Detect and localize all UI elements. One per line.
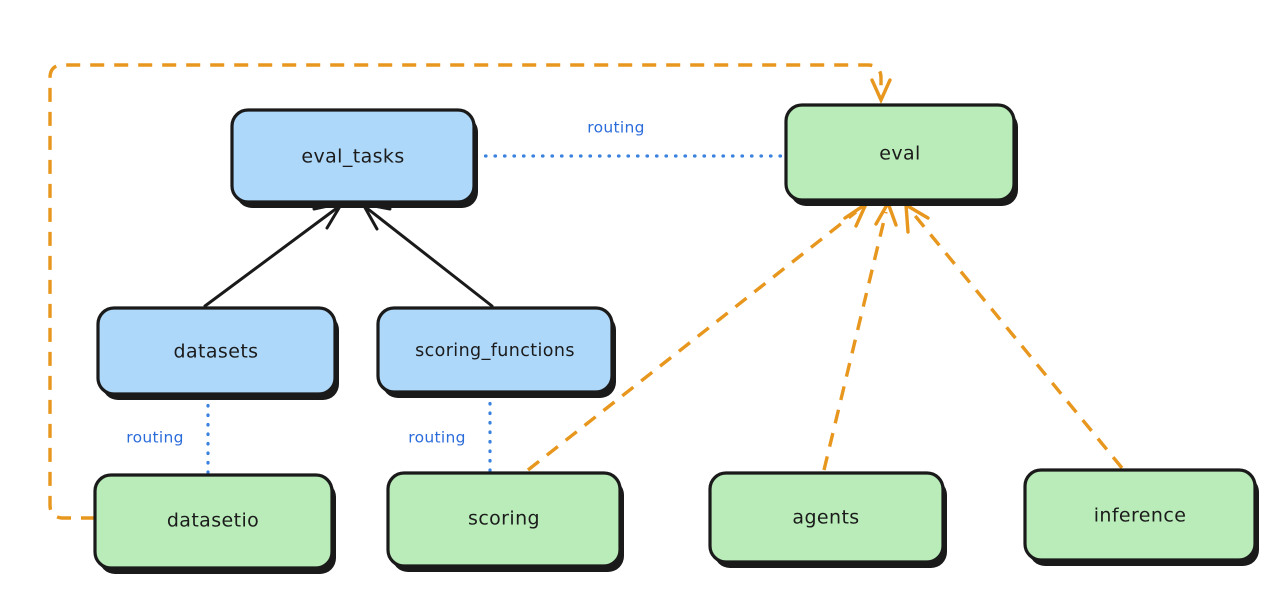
edge-label-routing-datasets-datasetio: routing <box>126 429 184 447</box>
node-inference-box <box>1023 468 1257 562</box>
edge-inference-eval <box>904 201 1124 470</box>
node-eval-label: eval <box>879 143 920 165</box>
node-scoring_functions-box <box>376 306 614 394</box>
edge-datasetio-eval <box>48 63 892 520</box>
node-eval_tasks-label: eval_tasks <box>301 146 404 168</box>
node-agents-label: agents <box>792 507 859 529</box>
node-inference-label: inference <box>1094 505 1187 527</box>
node-eval-box <box>784 103 1016 202</box>
node-datasetio-label: datasetio <box>167 510 259 532</box>
node-scoring-label: scoring <box>468 508 540 530</box>
node-datasetio-box <box>93 473 334 570</box>
node-datasets-label: datasets <box>174 341 259 363</box>
edge-datasets-eval_tasks <box>203 200 346 308</box>
edge-agents-eval <box>822 198 898 471</box>
edge-label-routing-eval_tasks-eval: routing <box>587 119 645 137</box>
node-datasetio[interactable]: datasetio <box>93 473 336 574</box>
node-layer: eval_tasks eval datasets scoring_functio… <box>93 103 1259 574</box>
edge-label-layer: routing routing routing <box>126 119 645 447</box>
node-datasets-box <box>96 306 337 396</box>
node-agents[interactable]: agents <box>708 471 947 568</box>
node-scoring_functions[interactable]: scoring_functions <box>376 306 616 398</box>
edge-label-routing-scoring_functions-scoring: routing <box>408 429 466 447</box>
node-scoring[interactable]: scoring <box>386 471 624 572</box>
node-inference[interactable]: inference <box>1023 468 1259 566</box>
node-agents-box <box>708 471 945 564</box>
node-scoring_functions-label: scoring_functions <box>415 341 575 361</box>
node-datasets[interactable]: datasets <box>96 306 339 400</box>
node-eval_tasks[interactable]: eval_tasks <box>230 108 478 208</box>
edge-layer <box>48 63 1124 520</box>
node-scoring-box <box>386 471 622 568</box>
edge-scoring_functions-eval_tasks <box>360 201 494 308</box>
node-eval[interactable]: eval <box>784 103 1018 206</box>
node-eval_tasks-box <box>230 108 476 204</box>
